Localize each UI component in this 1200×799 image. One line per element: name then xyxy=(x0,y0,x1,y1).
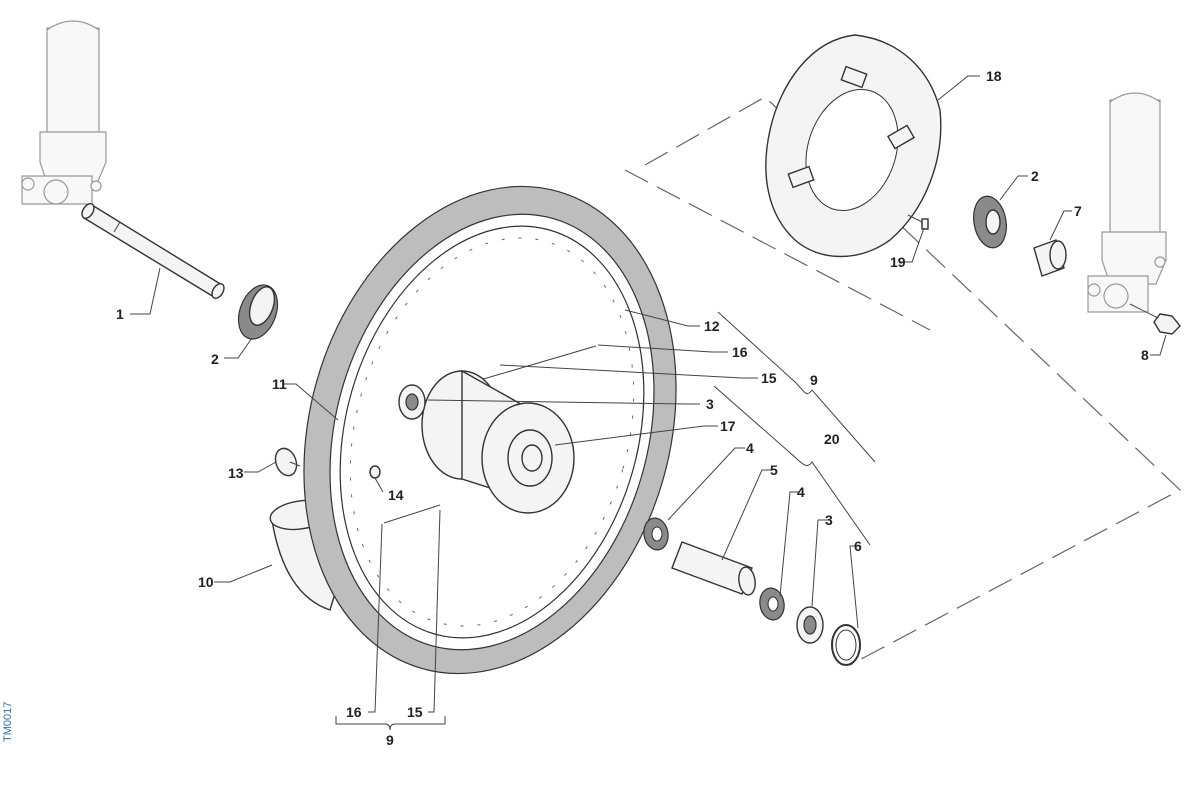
washer-4a xyxy=(643,517,669,551)
wheel-spacer xyxy=(671,541,756,596)
callout-4: 4 xyxy=(746,440,754,456)
callout-19: 19 xyxy=(890,254,906,270)
spacer-right xyxy=(1033,239,1067,277)
washer-4b xyxy=(759,587,785,621)
callout-labels: 1 2 11 13 14 10 12 16 15 9 3 17 20 4 5 4… xyxy=(116,68,1149,748)
bearing-right xyxy=(796,606,824,644)
callout-13: 13 xyxy=(228,465,244,481)
callout-15: 15 xyxy=(761,370,777,386)
wheel-axle xyxy=(81,203,225,299)
callout-10: 10 xyxy=(198,574,214,590)
callout-1: 1 xyxy=(116,306,124,322)
callout-4b: 4 xyxy=(797,484,805,500)
group-brackets xyxy=(335,311,876,731)
left-fork-leg xyxy=(21,20,107,205)
callout-3: 3 xyxy=(706,396,714,412)
assembly-outline xyxy=(624,96,1182,666)
callout-6: 6 xyxy=(854,538,862,554)
disc-bolt xyxy=(907,214,929,230)
callout-18: 18 xyxy=(986,68,1002,84)
circlip xyxy=(831,624,861,666)
callout-20: 20 xyxy=(824,431,840,447)
callout-16b: 16 xyxy=(346,704,362,720)
rim xyxy=(339,225,645,639)
dust-seal-left xyxy=(237,284,279,340)
callout-17: 17 xyxy=(720,418,736,434)
valve-nut xyxy=(369,465,381,479)
hub xyxy=(421,369,575,514)
leader-lines xyxy=(130,75,1167,713)
callout-8: 8 xyxy=(1141,347,1149,363)
callout-7: 7 xyxy=(1074,203,1082,219)
callout-9b: 9 xyxy=(386,732,394,748)
dust-seal-right xyxy=(973,195,1007,249)
bearing-left xyxy=(398,384,426,420)
callout-14: 14 xyxy=(388,487,404,503)
callout-12: 12 xyxy=(704,318,720,334)
callout-11: 11 xyxy=(272,376,287,392)
valve-cap xyxy=(274,447,301,477)
callout-2: 2 xyxy=(211,351,219,367)
axle-bolt xyxy=(1129,303,1181,335)
callout-5: 5 xyxy=(770,462,778,478)
callout-9: 9 xyxy=(810,372,818,388)
callout-2b: 2 xyxy=(1031,168,1039,184)
spokes xyxy=(383,345,597,524)
brake-disc xyxy=(765,34,942,258)
callout-15b: 15 xyxy=(407,704,423,720)
callout-16: 16 xyxy=(732,344,748,360)
callout-3b: 3 xyxy=(825,512,833,528)
right-fork-leg xyxy=(1087,92,1167,313)
